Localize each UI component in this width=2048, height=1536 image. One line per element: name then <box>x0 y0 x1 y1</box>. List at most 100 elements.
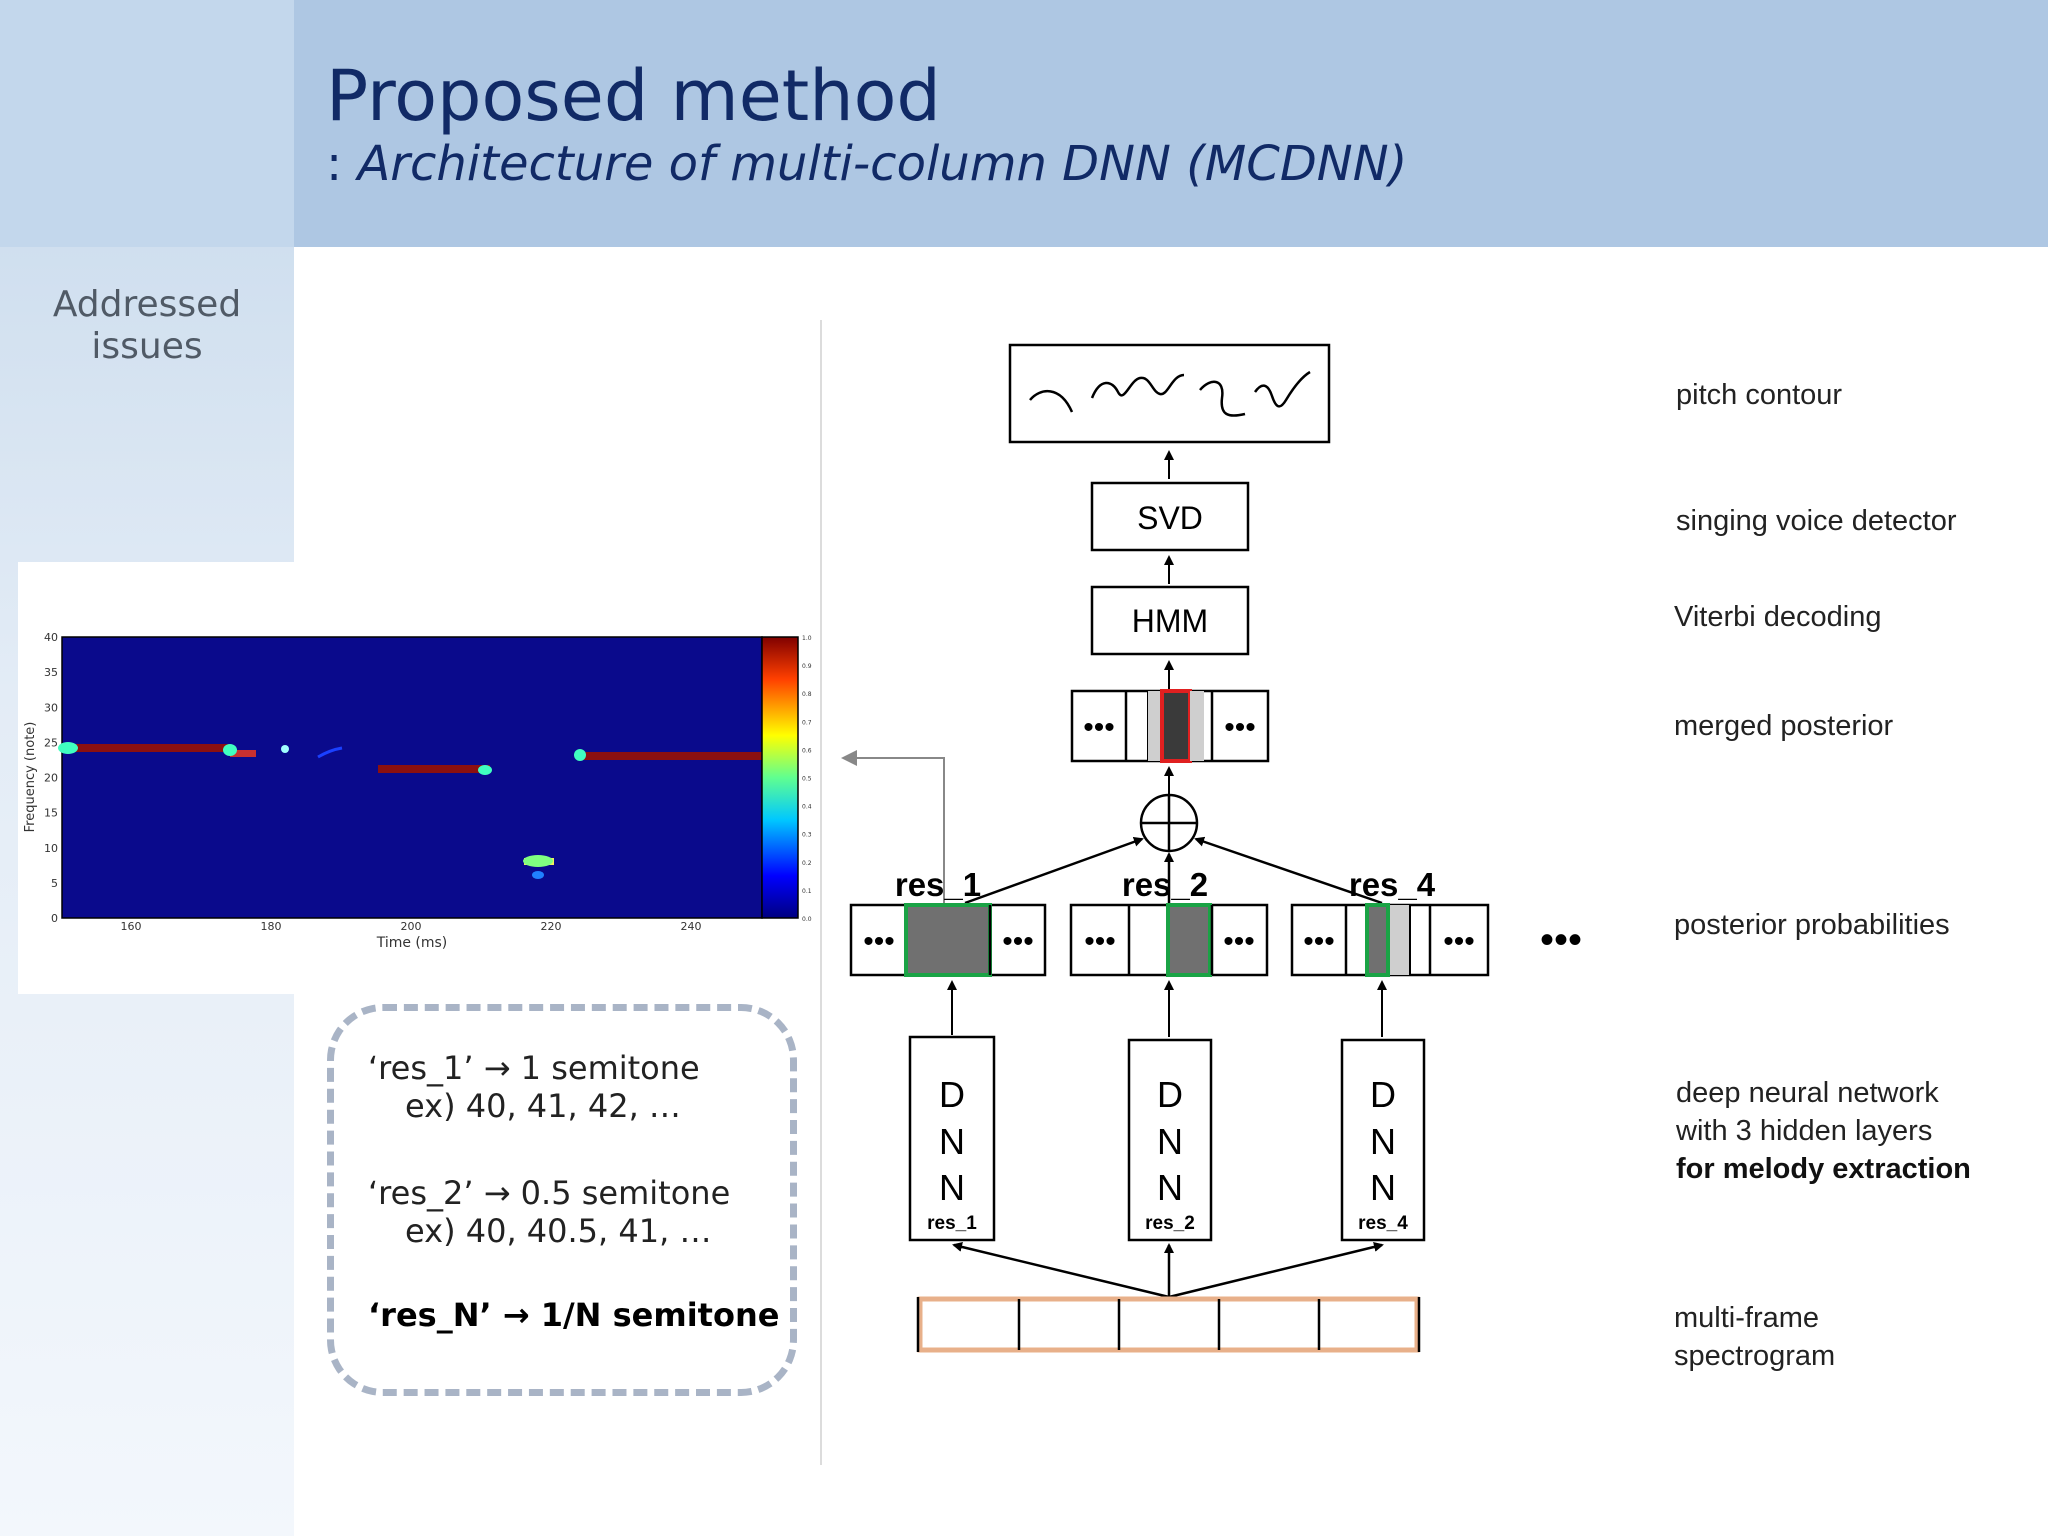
note-res2: ‘res_2’ → 0.5 semitone <box>368 1174 731 1212</box>
header-left-block <box>0 0 294 247</box>
dots-right: ••• <box>1223 925 1255 958</box>
colorbar-tick-label: 0.0 <box>802 916 812 923</box>
y-tick-label: 35 <box>44 666 58 679</box>
label-singing-voice-detector: singing voice detector <box>1676 505 1957 537</box>
x-tick-labels: 160 180 200 220 240 <box>121 920 702 933</box>
dnn-res1: D N N res_1 <box>908 1035 996 1242</box>
note-res1: ‘res_1’ → 1 semitone <box>368 1049 700 1087</box>
dnn-letter: N <box>939 1167 965 1208</box>
colorbar-tick-label: 0.3 <box>802 832 812 839</box>
dnn-letter: D <box>939 1074 965 1115</box>
label-pitch-contour: pitch contour <box>1676 379 1842 411</box>
pitch-track <box>578 752 762 760</box>
pitch-stroke <box>1029 389 1074 413</box>
dnn-box <box>908 1035 996 1242</box>
dots-left: ••• <box>863 925 895 958</box>
colorbar-tick-label: 0.1 <box>802 888 812 895</box>
dnn-letter: N <box>939 1121 965 1162</box>
dots-right: ••• <box>1224 711 1256 744</box>
merged-peak-cell <box>1160 689 1192 763</box>
label-spectrogram-line1: multi-frame <box>1674 1302 1819 1334</box>
colorbar-tick-label: 0.2 <box>802 860 812 867</box>
merged-posterior-vector: ••• ••• <box>1070 689 1270 763</box>
posterior-active-cell <box>1166 903 1212 977</box>
label-merged-posterior: merged posterior <box>1674 710 1894 742</box>
x-tick-label: 240 <box>681 920 702 933</box>
pitch-onset <box>574 749 586 761</box>
slide-title: Proposed method <box>326 55 941 137</box>
label-dnn-line2: with 3 hidden layers <box>1675 1115 1932 1147</box>
dnn-letter: N <box>1370 1121 1396 1162</box>
note-resN: ‘res_N’ → 1/N semitone <box>368 1296 780 1334</box>
dots-left: ••• <box>1083 711 1115 744</box>
y-tick-label: 5 <box>51 877 58 890</box>
colorbar <box>761 636 799 919</box>
label-spectrogram-line2: spectrogram <box>1674 1340 1835 1372</box>
dnn-res-label: res_1 <box>927 1213 977 1234</box>
x-tick-label: 200 <box>401 920 422 933</box>
spectrogram-figure: 0.00.10.20.30.40.50.60.70.80.91.0 051015… <box>23 631 945 951</box>
subtitle-prefix: : <box>326 136 358 192</box>
posterior-active-cell <box>904 903 992 977</box>
pitch-onset <box>223 744 237 756</box>
x-tick-label: 180 <box>261 920 282 933</box>
pitch-stroke <box>1253 370 1311 408</box>
column-label-res1: res_1 <box>895 866 981 903</box>
slide-subtitle: : Architecture of multi-column DNN (MCDN… <box>326 136 1407 192</box>
posterior-vector-res1: ••• ••• <box>849 903 1047 977</box>
header-band <box>294 0 2048 247</box>
dnn-res4: D N N res_4 <box>1340 1038 1426 1242</box>
dnn-res-label: res_2 <box>1145 1213 1195 1234</box>
hmm-box <box>1090 585 1250 656</box>
posterior-vector-res4: ••• ••• <box>1290 903 1490 977</box>
svd-box <box>1090 481 1250 552</box>
dots-right: ••• <box>1002 925 1034 958</box>
pitch-dot <box>532 871 544 879</box>
x-tick-label: 160 <box>121 920 142 933</box>
merged-cell <box>1148 691 1162 761</box>
more-columns-dots: ••• <box>1540 918 1582 962</box>
merged-cell <box>1190 691 1204 761</box>
y-tick-label: 25 <box>44 736 58 749</box>
arrow-spec-to-dnn1 <box>952 1242 1170 1299</box>
svd-label: SVD <box>1137 500 1203 536</box>
posterior-vector-res2: ••• ••• <box>1069 903 1269 977</box>
x-tick-label: 220 <box>541 920 562 933</box>
dnn-letter: D <box>1370 1074 1396 1115</box>
pitch-track <box>230 750 256 757</box>
dnn-box <box>1127 1038 1213 1242</box>
column-label-res4: res_4 <box>1349 866 1436 903</box>
label-dnn-line1: deep neural network <box>1676 1077 1939 1109</box>
resolution-note-box <box>327 1004 797 1396</box>
column-label-res2: res_2 <box>1122 866 1208 903</box>
label-posterior-probabilities: posterior probabilities <box>1674 909 1950 941</box>
dnn-letter: N <box>1157 1121 1183 1162</box>
dnn-letter: D <box>1157 1074 1183 1115</box>
y-tick-label: 0 <box>51 912 58 925</box>
pitch-track <box>62 744 230 752</box>
pitch-dot <box>281 745 289 753</box>
posterior-active-cell <box>1365 903 1390 977</box>
pitch-faint <box>317 746 343 759</box>
dnn-res-label: res_4 <box>1358 1213 1408 1234</box>
note-res2-example: ex) 40, 40.5, 41, … <box>405 1212 712 1250</box>
pitch-onset <box>523 855 553 867</box>
colorbar-tick-label: 1.0 <box>802 635 812 642</box>
pitch-track <box>378 765 490 773</box>
pitch-stroke <box>1090 373 1185 399</box>
pitch-contour-box <box>1008 343 1331 444</box>
colorbar-tick-label: 0.4 <box>802 804 812 811</box>
dots-right: ••• <box>1443 925 1475 958</box>
colorbar-tick-label: 0.9 <box>802 663 812 670</box>
y-tick-label: 15 <box>44 807 58 820</box>
subtitle-text: Architecture of multi-column DNN (MCDNN) <box>357 136 1408 192</box>
y-tick-label: 30 <box>44 701 58 714</box>
vertical-divider <box>820 320 822 1465</box>
pitch-onset <box>58 742 78 754</box>
note-res1-example: ex) 40, 41, 42, … <box>405 1087 681 1125</box>
layer-labels: pitch contour singing voice detector Vit… <box>1674 379 1971 1372</box>
architecture-diagram: SVD HMM ••• ••• res_1 res_2 res_4 <box>849 343 1582 1353</box>
dnn-letter: N <box>1157 1167 1183 1208</box>
pitch-stroke <box>1199 380 1246 417</box>
